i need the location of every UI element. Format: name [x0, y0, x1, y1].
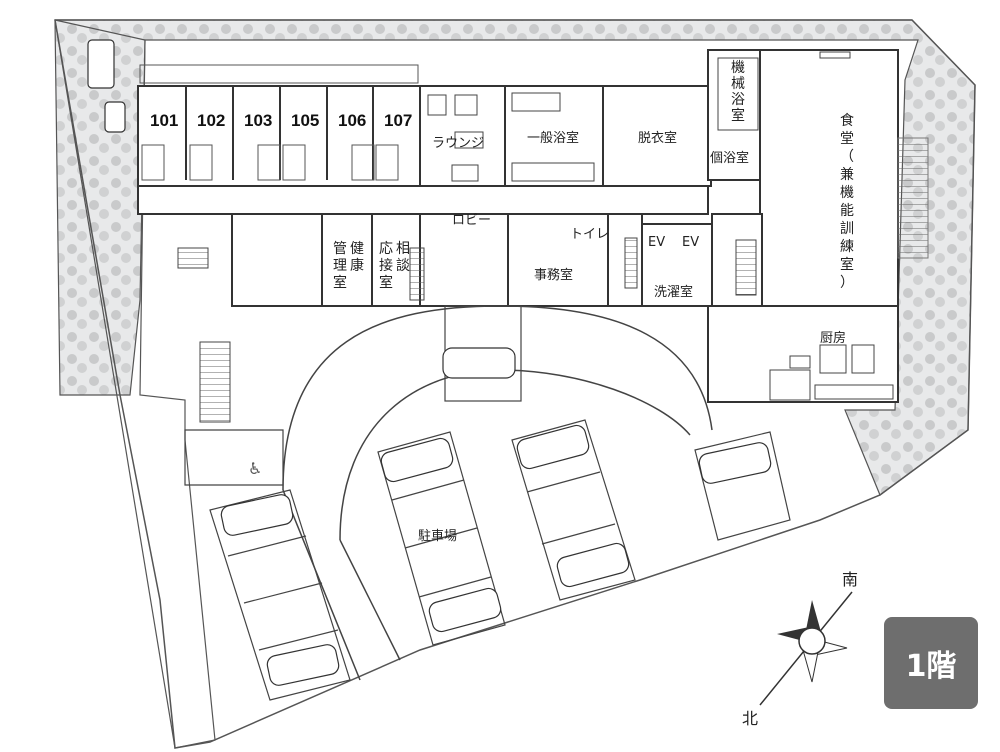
svg-text:）: ） — [840, 275, 854, 291]
general-bath-label: 一般浴室 — [527, 130, 579, 146]
consultation-room-label: 相 談 応 接 室 — [379, 241, 410, 291]
toilet-label: トイレ — [570, 227, 609, 242]
svg-text:室: 室 — [731, 107, 745, 124]
floor-badge: 1階 — [884, 617, 978, 709]
svg-text:浴: 浴 — [731, 92, 745, 108]
unit-105-label: 105 — [291, 111, 319, 130]
svg-text:械: 械 — [731, 76, 745, 92]
machine-bath-label: 機 械 浴 室 — [731, 60, 745, 124]
svg-text:食: 食 — [840, 112, 854, 129]
compass-icon: 南 北 — [742, 570, 858, 728]
compass-north-label: 北 — [742, 709, 758, 728]
svg-text:接: 接 — [379, 257, 393, 274]
compass-south-label: 南 — [842, 570, 858, 589]
svg-text:練: 練 — [840, 239, 854, 255]
svg-text:（: （ — [840, 149, 854, 165]
cars — [87, 39, 772, 686]
private-bath-label: 個浴室 — [710, 150, 749, 166]
dining-label: 食 堂 （ 兼 機 能 訓 練 室 ） — [840, 112, 854, 291]
svg-text:応: 応 — [379, 241, 393, 257]
dressing-room-label: 脱衣室 — [638, 130, 677, 146]
health-management-label: 健 康 管 理 室 — [333, 241, 364, 291]
ev1-label: EV — [648, 235, 665, 250]
bath-fixtures — [511, 51, 851, 182]
ev2-label: EV — [682, 235, 699, 250]
office-label: 事務室 — [534, 267, 573, 283]
parking-stalls — [184, 419, 791, 701]
parking-label: 駐車場 — [418, 529, 457, 544]
unit-106-label: 106 — [338, 111, 366, 130]
svg-text:能: 能 — [840, 203, 854, 219]
lobby-label: ロビー — [452, 213, 491, 228]
site-boundary — [54, 19, 976, 749]
unit-101-label: 101 — [150, 111, 178, 130]
kitchen-label: 厨房 — [820, 330, 846, 346]
lounge-furniture — [427, 94, 484, 182]
unit-103-label: 103 — [244, 111, 272, 130]
dining-terrace — [897, 137, 929, 259]
kitchen-equipment — [769, 344, 894, 401]
unit-102-label: 102 — [197, 111, 225, 130]
unit-107-label: 107 — [384, 111, 412, 130]
unit-bathrooms — [141, 144, 399, 181]
svg-text:訓: 訓 — [840, 221, 854, 237]
svg-text:健: 健 — [350, 241, 364, 257]
accessible-parking-icon: ♿ — [248, 459, 262, 478]
svg-text:理: 理 — [333, 258, 347, 274]
svg-text:堂: 堂 — [840, 131, 854, 147]
svg-text:談: 談 — [396, 258, 410, 274]
building — [137, 49, 899, 403]
svg-text:室: 室 — [840, 256, 854, 273]
svg-text:管: 管 — [333, 241, 347, 257]
svg-text:室: 室 — [333, 274, 347, 291]
svg-text:兼: 兼 — [840, 167, 854, 183]
stairs — [177, 237, 757, 423]
svg-text:機: 機 — [840, 185, 854, 201]
lounge-label: ラウンジ — [432, 136, 484, 151]
laundry-label: 洗濯室 — [654, 284, 693, 300]
svg-text:機: 機 — [731, 60, 745, 76]
svg-text:室: 室 — [379, 274, 393, 291]
svg-text:康: 康 — [350, 257, 364, 274]
svg-text:相: 相 — [396, 241, 410, 257]
room-labels: 101 102 103 105 106 107 ラウンジ 一般浴室 脱衣室 個浴… — [150, 60, 854, 544]
roof-walkway — [139, 64, 419, 84]
